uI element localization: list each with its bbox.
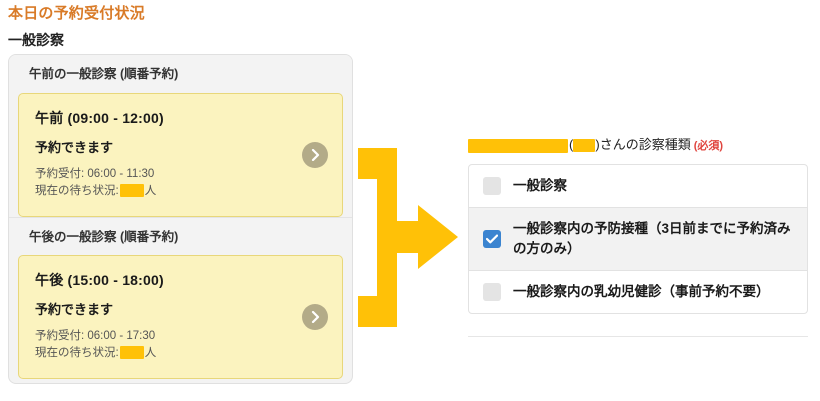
treatment-type-field-label: ()さんの診察種類(必須) (468, 136, 808, 155)
wait-prefix-afternoon: 現在の待ち状況: (35, 347, 119, 359)
slot-wait-status-afternoon: 現在の待ち状況: 人 (35, 345, 326, 362)
section-title: 一般診察 (8, 32, 64, 48)
bracket-right-arrow-icon (355, 145, 465, 335)
checkbox-general[interactable] (483, 177, 501, 195)
checkbox-vaccination[interactable] (483, 230, 501, 248)
form-divider (468, 336, 808, 337)
slot-accept-hours-morning: 予約受付: 06:00 - 11:30 (35, 168, 155, 180)
slot-header-afternoon: 午後の一般診察 (順番予約) (9, 217, 352, 255)
wait-suffix-afternoon: 人 (144, 347, 157, 359)
redacted-patient-name (468, 138, 568, 153)
wait-suffix-morning: 人 (144, 185, 157, 197)
required-badge: (必須) (693, 140, 724, 152)
treatment-type-form: ()さんの診察種類(必須) 一般診察 一般診察内の予防接種（3日前までに予約済み… (468, 136, 808, 337)
chevron-right-icon-morning[interactable] (302, 142, 328, 168)
slot-time-morning: 午前 (09:00 - 12:00) (35, 110, 164, 126)
slot-wait-status-morning: 現在の待ち状況: 人 (35, 183, 326, 200)
label-paren-open: ( (569, 137, 574, 152)
treatment-type-option-list: 一般診察 一般診察内の予防接種（3日前までに予約済みの方のみ） 一般診察内の乳幼… (468, 164, 808, 314)
reservation-status-panel: 午前の一般診察 (順番予約) 午前 (09:00 - 12:00) 予約できます… (8, 54, 353, 384)
slot-card-afternoon[interactable]: 午後 (15:00 - 18:00) 予約できます 予約受付: 06:00 - … (18, 255, 343, 379)
option-row-vaccination[interactable]: 一般診察内の予防接種（3日前までに予約済みの方のみ） (469, 207, 807, 271)
wait-prefix-morning: 現在の待ち状況: (35, 185, 119, 197)
redacted-wait-count-afternoon (119, 346, 144, 360)
redacted-patient-age (573, 139, 596, 153)
label-paren-close: ) (595, 137, 600, 152)
slot-card-morning[interactable]: 午前 (09:00 - 12:00) 予約できます 予約受付: 06:00 - … (18, 93, 343, 217)
slot-time-afternoon: 午後 (15:00 - 18:00) (35, 272, 164, 288)
chevron-right-icon-afternoon[interactable] (302, 304, 328, 330)
option-row-infant-checkup[interactable]: 一般診察内の乳幼児健診（事前予約不要） (469, 271, 807, 313)
redacted-wait-count-morning (119, 184, 144, 198)
slot-availability-afternoon: 予約できます (35, 302, 114, 317)
slot-accept-hours-afternoon: 予約受付: 06:00 - 17:30 (35, 330, 156, 342)
checkbox-infant-checkup[interactable] (483, 283, 501, 301)
option-label-general: 一般診察 (513, 178, 567, 193)
page-title: 本日の予約受付状況 (8, 5, 145, 22)
label-tail: さんの診察種類 (599, 137, 691, 152)
slot-header-morning: 午前の一般診察 (順番予約) (9, 55, 352, 93)
option-row-general[interactable]: 一般診察 (469, 165, 807, 207)
slot-availability-morning: 予約できます (35, 140, 114, 155)
option-label-infant-checkup: 一般診察内の乳幼児健診（事前予約不要） (513, 284, 770, 299)
option-label-vaccination: 一般診察内の予防接種（3日前までに予約済みの方のみ） (513, 221, 791, 256)
